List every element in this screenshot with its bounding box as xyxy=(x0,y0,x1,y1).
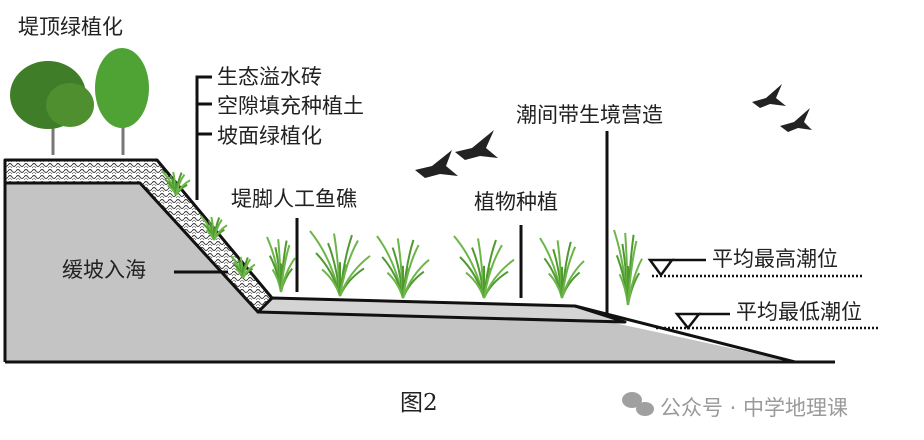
label-slope-greening: 坡面绿植化 xyxy=(217,124,322,148)
wechat-icon xyxy=(622,392,654,416)
tree-icon xyxy=(10,61,94,155)
label-eco-brick: 生态溢水砖 xyxy=(217,65,322,89)
label-mean-high-tide: 平均最高潮位 xyxy=(712,247,838,271)
low-tide-marker xyxy=(656,312,880,331)
label-void-soil: 空隙填充种植土 xyxy=(217,94,364,118)
watermark: 公众号 · 中学地理课 xyxy=(660,396,849,420)
grass-tuft-icon xyxy=(309,230,371,297)
high-tide-marker xyxy=(647,258,862,278)
bird-icons xyxy=(415,84,812,178)
grass-tuft-icon xyxy=(200,215,228,241)
grass-tuft-icon xyxy=(161,170,191,196)
grass-tuft-icon xyxy=(613,229,643,306)
grass-tuft-icon xyxy=(376,235,430,299)
label-crest-greening: 堤顶绿植化 xyxy=(18,15,123,39)
bird-icon xyxy=(455,130,498,160)
dike-body xyxy=(5,183,795,362)
bird-icon xyxy=(415,150,458,178)
tree-icon xyxy=(95,48,149,155)
grass-tuft-icon xyxy=(539,237,585,299)
leader-lines xyxy=(174,75,609,313)
label-toe-reef: 堤脚人工鱼礁 xyxy=(231,187,357,211)
figure-caption: 图2 xyxy=(400,390,438,416)
bird-icon xyxy=(752,84,786,108)
label-mean-low-tide: 平均最低潮位 xyxy=(736,300,862,324)
label-gentle-slope: 缓坡入海 xyxy=(62,258,146,282)
grass-tuft-icon xyxy=(230,255,256,279)
label-planting: 植物种植 xyxy=(474,190,558,214)
grass-tuft-icon xyxy=(266,236,296,293)
label-intertidal: 潮间带生境营造 xyxy=(516,103,663,127)
seabed-slope-line xyxy=(574,304,796,364)
grass-tuft-icon xyxy=(453,235,515,299)
grass-plants xyxy=(161,170,643,306)
bird-icon xyxy=(780,108,812,132)
